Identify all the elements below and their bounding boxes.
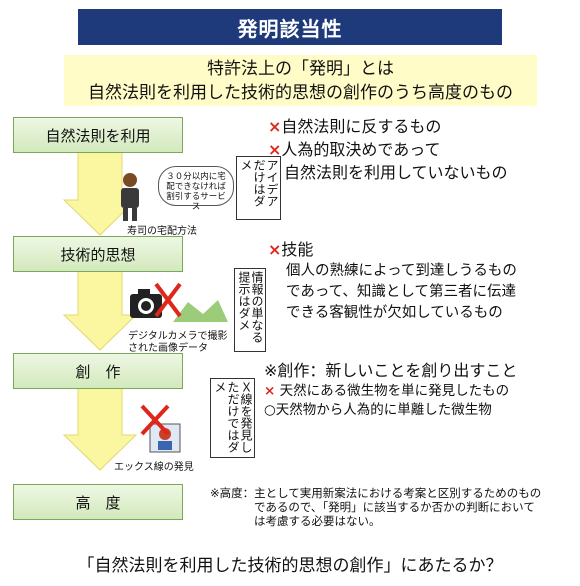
caption-camera-1: デジタルカメラで撮影 — [128, 331, 228, 342]
flow-arrows — [62, 140, 138, 471]
definition-line-1: 特許法上の「発明」とは — [207, 59, 394, 79]
advanced-note-line1: ※高度：主として実用新案法における考案と区別するためのもの — [210, 486, 542, 500]
definition-line-2: 自然法則を利用した技術的思想の創作のうち高度のもの — [88, 83, 513, 103]
stage-advanced: 高 度 — [13, 484, 183, 520]
vertical-note-information: 情報の単なる提示はダメ — [234, 268, 266, 352]
xray-icon — [140, 404, 181, 453]
circle-mark: ○ — [264, 402, 276, 418]
section2-text: ×技能 個人の熟練によって到達しうるもの であって、知識として第三者に伝達 でき… — [268, 238, 517, 324]
section1-text: ×自然法則に反するもの ×人為的取決めであって 自然法則を利用していないもの — [268, 115, 508, 184]
delivery-person-icon — [121, 173, 139, 221]
x-mark: × — [268, 240, 282, 259]
stage-creation: 創 作 — [13, 353, 183, 389]
section3-heading: ※創作：新しいことを創り出すこと — [264, 361, 518, 380]
section3-text: ※創作：新しいことを創り出すこと × 天然にある微生物を単に発見したもの ○天然… — [264, 360, 517, 420]
vertical-note-xray: Ｘ線を発見しただけではダメ — [210, 378, 255, 458]
section1-item2a: 人為的取決めであって — [281, 140, 441, 159]
arrow-3 — [62, 384, 138, 471]
camera-icon — [130, 282, 228, 322]
section2-heading: 技能 — [281, 240, 314, 259]
section1-item2b: 自然法則を利用していないもの — [284, 163, 508, 182]
section2-line2: であって、知識として第三者に伝達 — [286, 284, 516, 300]
bottom-question: 「自然法則を利用した技術的思想の創作」にあたるか？ — [77, 556, 503, 576]
arrow-2 — [62, 270, 138, 351]
stage-technical-idea: 技術的思想 — [13, 236, 183, 272]
caption-xray: エックス線の発見 — [114, 462, 194, 473]
page-title: 発明該当性 — [78, 9, 502, 45]
advanced-note-line2: であるので、「発明」に該当するか否かの判断において — [254, 500, 535, 514]
stage-natural-law: 自然法則を利用 — [13, 117, 183, 153]
x-mark: × — [264, 383, 276, 399]
section2-line3: できる客観性が欠如しているもの — [286, 305, 503, 321]
section2-line1: 個人の熟練によって到達しうるもの — [286, 263, 517, 279]
x-mark: × — [268, 117, 282, 136]
vertical-note-idea: アイデアだけはダメ — [236, 156, 281, 220]
caption-camera-2: された画像データ — [128, 343, 208, 354]
x-mark: × — [268, 140, 282, 159]
definition-box: 特許法上の「発明」とは 自然法則を利用した技術的思想の創作のうち高度のもの — [64, 55, 537, 106]
speech-bubble: ３０分以内に宅配できなければ割引するサービス — [158, 166, 234, 212]
caption-sushi: 寿司の宅配方法 — [127, 226, 197, 237]
section1-item1: 自然法則に反するもの — [281, 117, 442, 136]
advanced-note: ※高度：主として実用新案法における考案と区別するためのもの であるので、「発明」… — [210, 486, 541, 528]
section3-item1: 天然にある微生物を単に発見したもの — [279, 383, 510, 399]
section3-item2: 天然物から人為的に単離した微生物 — [275, 402, 492, 418]
advanced-note-line3: は考慮する必要はない。 — [254, 514, 381, 528]
